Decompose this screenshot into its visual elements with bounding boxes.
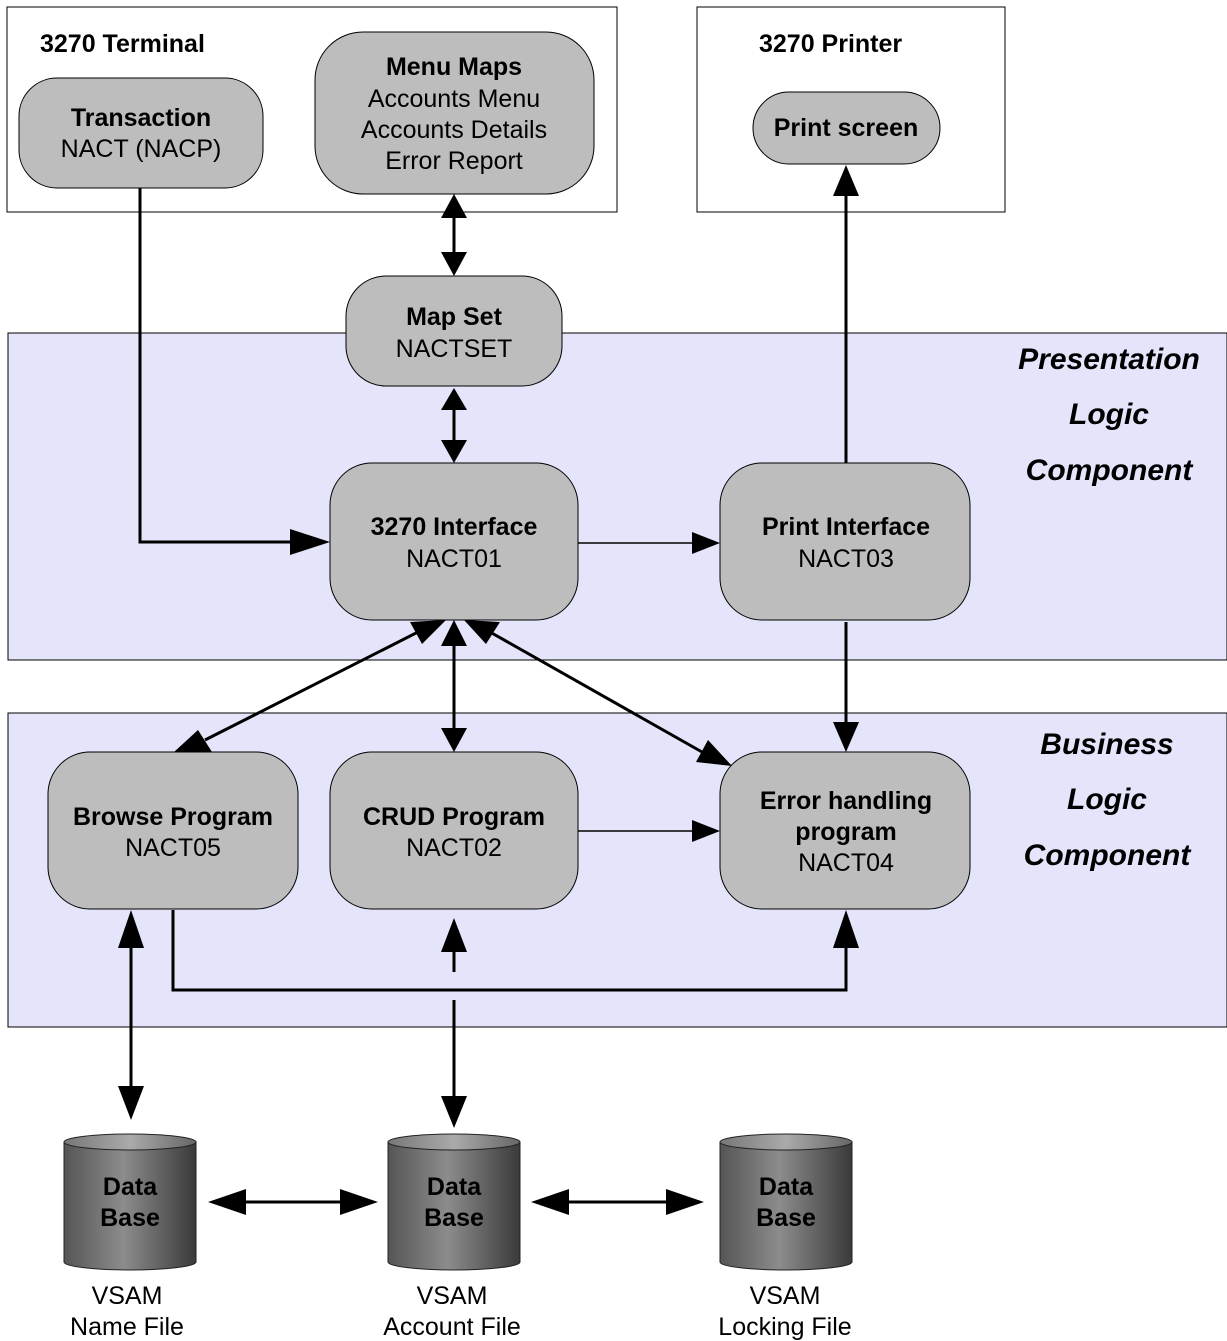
crud-program-node: CRUD Program NACT02 [329, 751, 579, 910]
connector-transaction-interface [138, 188, 292, 544]
svg-text:Transaction: Transaction [71, 104, 211, 132]
arrowhead [174, 730, 212, 752]
connector-browse-error [171, 910, 848, 992]
svg-text:NACT01: NACT01 [406, 545, 502, 573]
svg-text:VSAM: VSAM [92, 1282, 163, 1310]
arrowhead [666, 1189, 704, 1215]
svg-text:NACT05: NACT05 [125, 834, 221, 862]
arrowhead [441, 388, 467, 410]
svg-text:Base: Base [424, 1204, 484, 1232]
svg-text:Data: Data [427, 1173, 482, 1201]
error-handling-node: Error handling program NACT04 [719, 751, 971, 910]
arrowhead [833, 165, 859, 196]
presentation-layer-label: Presentation Logic Component [1018, 343, 1200, 487]
browse-program-node: Browse Program NACT05 [47, 751, 299, 910]
svg-text:Accounts Menu: Accounts Menu [368, 85, 540, 113]
svg-text:Map Set: Map Set [406, 303, 503, 331]
arrowhead [441, 194, 467, 218]
arrowhead [692, 532, 720, 554]
connectors [129, 188, 848, 1204]
arrowheads [118, 165, 859, 1215]
svg-text:Base: Base [100, 1204, 160, 1232]
arrowhead [441, 252, 467, 276]
svg-text:Print screen: Print screen [774, 114, 919, 142]
svg-text:Component: Component [1024, 839, 1193, 872]
svg-text:NACT04: NACT04 [798, 849, 894, 877]
svg-text:Menu Maps: Menu Maps [386, 53, 522, 81]
arrowhead [464, 620, 500, 644]
svg-text:Component: Component [1026, 454, 1195, 487]
svg-text:Accounts Details: Accounts Details [361, 116, 547, 144]
business-layer-label: Business Logic Component [1024, 728, 1193, 872]
arrowhead [441, 440, 467, 463]
connector-interface-error [489, 630, 703, 754]
svg-text:NACTSET: NACTSET [396, 335, 513, 363]
arrowhead [833, 722, 859, 752]
arrowhead [833, 910, 859, 948]
arrowhead [696, 740, 732, 766]
svg-text:VSAM: VSAM [417, 1282, 488, 1310]
arrowhead [208, 1189, 246, 1215]
arrowhead [118, 910, 144, 948]
svg-text:Locking File: Locking File [718, 1313, 851, 1341]
svg-text:Error handling: Error handling [760, 787, 932, 815]
print-interface-node: Print Interface NACT03 [719, 462, 971, 621]
arrowhead [441, 620, 467, 646]
printer-title: 3270 Printer [759, 30, 902, 58]
svg-text:Browse Program: Browse Program [73, 803, 273, 831]
database-name-file: Data Base VSAM Name File [63, 1133, 197, 1341]
svg-text:Logic: Logic [1067, 783, 1147, 816]
svg-text:Print Interface: Print Interface [762, 513, 930, 541]
svg-text:Base: Base [756, 1204, 816, 1232]
svg-text:Data: Data [103, 1173, 158, 1201]
svg-text:Presentation: Presentation [1018, 343, 1200, 376]
presentation-layer-band [7, 332, 1227, 661]
arrowhead [441, 728, 467, 752]
svg-text:VSAM: VSAM [750, 1282, 821, 1310]
svg-text:Business: Business [1040, 728, 1173, 761]
svg-text:Account File: Account File [383, 1313, 521, 1341]
print-screen-node: Print screen [752, 91, 941, 165]
connector-interface-browse [204, 630, 419, 742]
arrowhead [410, 620, 446, 644]
svg-text:Name File: Name File [70, 1313, 184, 1341]
svg-text:NACT (NACP): NACT (NACP) [61, 135, 222, 163]
arrowhead [441, 918, 467, 952]
arrowhead [290, 529, 330, 555]
svg-text:CRUD Program: CRUD Program [363, 803, 545, 831]
arrowhead [340, 1189, 378, 1215]
database-locking-file: Data Base VSAM Locking File [718, 1133, 853, 1341]
thin-connectors [578, 542, 694, 832]
svg-text:Data: Data [759, 1173, 814, 1201]
arrowhead [531, 1189, 569, 1215]
arrowhead [441, 1096, 467, 1128]
arrowhead [118, 1086, 144, 1120]
transaction-node: Transaction NACT (NACP) [18, 77, 264, 189]
svg-text:Logic: Logic [1069, 398, 1149, 431]
map-set-node: Map Set NACTSET [345, 275, 563, 387]
svg-text:3270 Interface: 3270 Interface [371, 513, 538, 541]
svg-text:NACT02: NACT02 [406, 834, 502, 862]
svg-text:Error Report: Error Report [385, 147, 523, 175]
interface-3270-node: 3270 Interface NACT01 [329, 462, 579, 621]
svg-text:program: program [795, 818, 896, 846]
svg-text:NACT03: NACT03 [798, 545, 894, 573]
menu-maps-node: Menu Maps Accounts Menu Accounts Details… [314, 31, 595, 195]
terminal-title: 3270 Terminal [40, 30, 205, 58]
database-account-file: Data Base VSAM Account File [383, 1133, 521, 1341]
arrowhead [692, 820, 720, 842]
